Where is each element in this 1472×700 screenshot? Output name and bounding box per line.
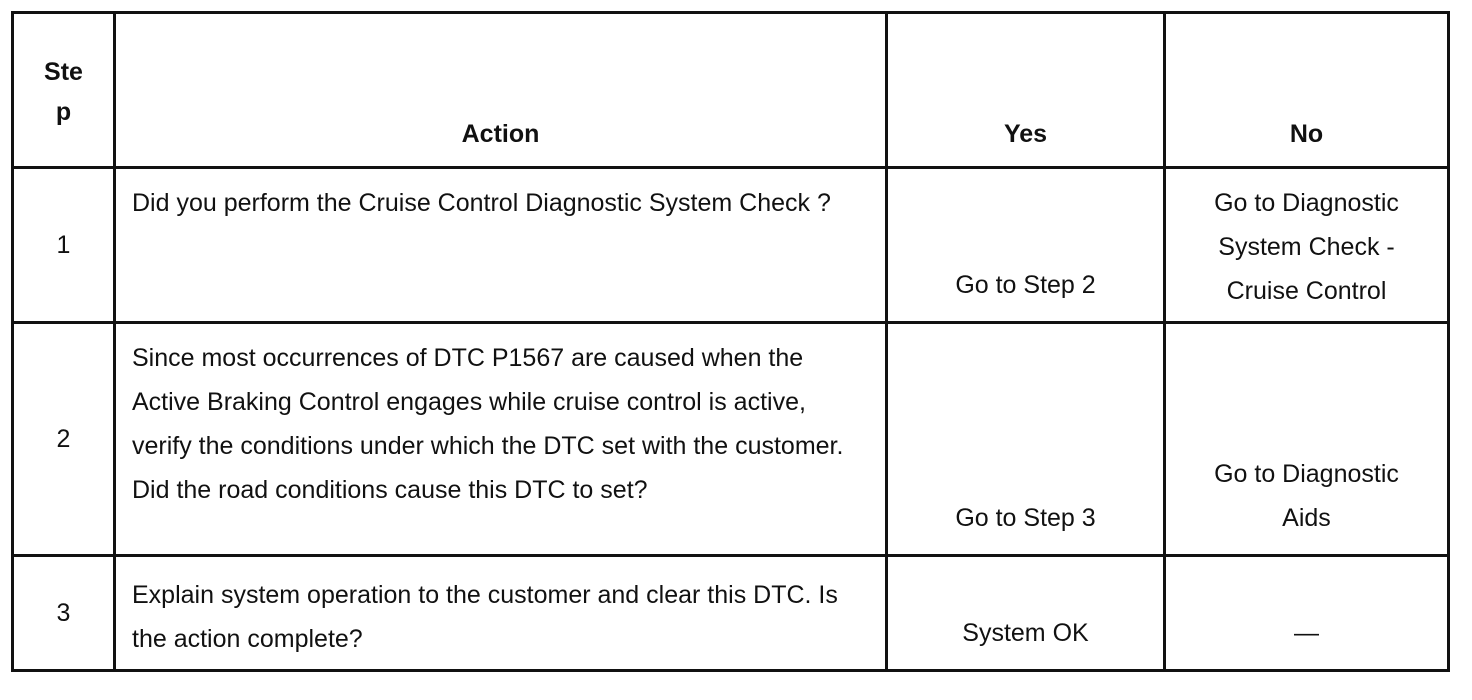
action-text: Since most occurrences of DTC P1567 are …: [113, 321, 888, 557]
yes-result: Go to Step 2: [885, 166, 1166, 324]
header-row: Step Action Yes No: [11, 11, 1450, 169]
yes-result: System OK: [885, 554, 1166, 672]
header-no: No: [1163, 11, 1450, 169]
header-step-label: Step: [44, 58, 83, 126]
header-yes: Yes: [885, 11, 1166, 169]
table-row: 3 Explain system operation to the custom…: [11, 554, 1450, 672]
no-result: Go to Diagnostic System Check - Cruise C…: [1163, 166, 1450, 324]
action-text: Explain system operation to the customer…: [113, 554, 888, 672]
step-number: 1: [11, 166, 116, 324]
step-number: 2: [11, 321, 116, 557]
header-step: Step: [11, 11, 116, 169]
action-text: Did you perform the Cruise Control Diagn…: [113, 166, 888, 324]
no-result: —: [1163, 554, 1450, 672]
yes-result: Go to Step 3: [885, 321, 1166, 557]
diagnostic-table-container: Step Action Yes No 1 Did you perform the…: [11, 11, 1450, 672]
table-row: 2 Since most occurrences of DTC P1567 ar…: [11, 321, 1450, 557]
diagnostic-table: Step Action Yes No 1 Did you perform the…: [11, 11, 1450, 672]
no-result: Go to Diagnostic Aids: [1163, 321, 1450, 557]
step-number: 3: [11, 554, 116, 672]
no-result-text: Go to Diagnostic Aids: [1214, 460, 1399, 532]
table-row: 1 Did you perform the Cruise Control Dia…: [11, 166, 1450, 324]
header-action: Action: [113, 11, 888, 169]
